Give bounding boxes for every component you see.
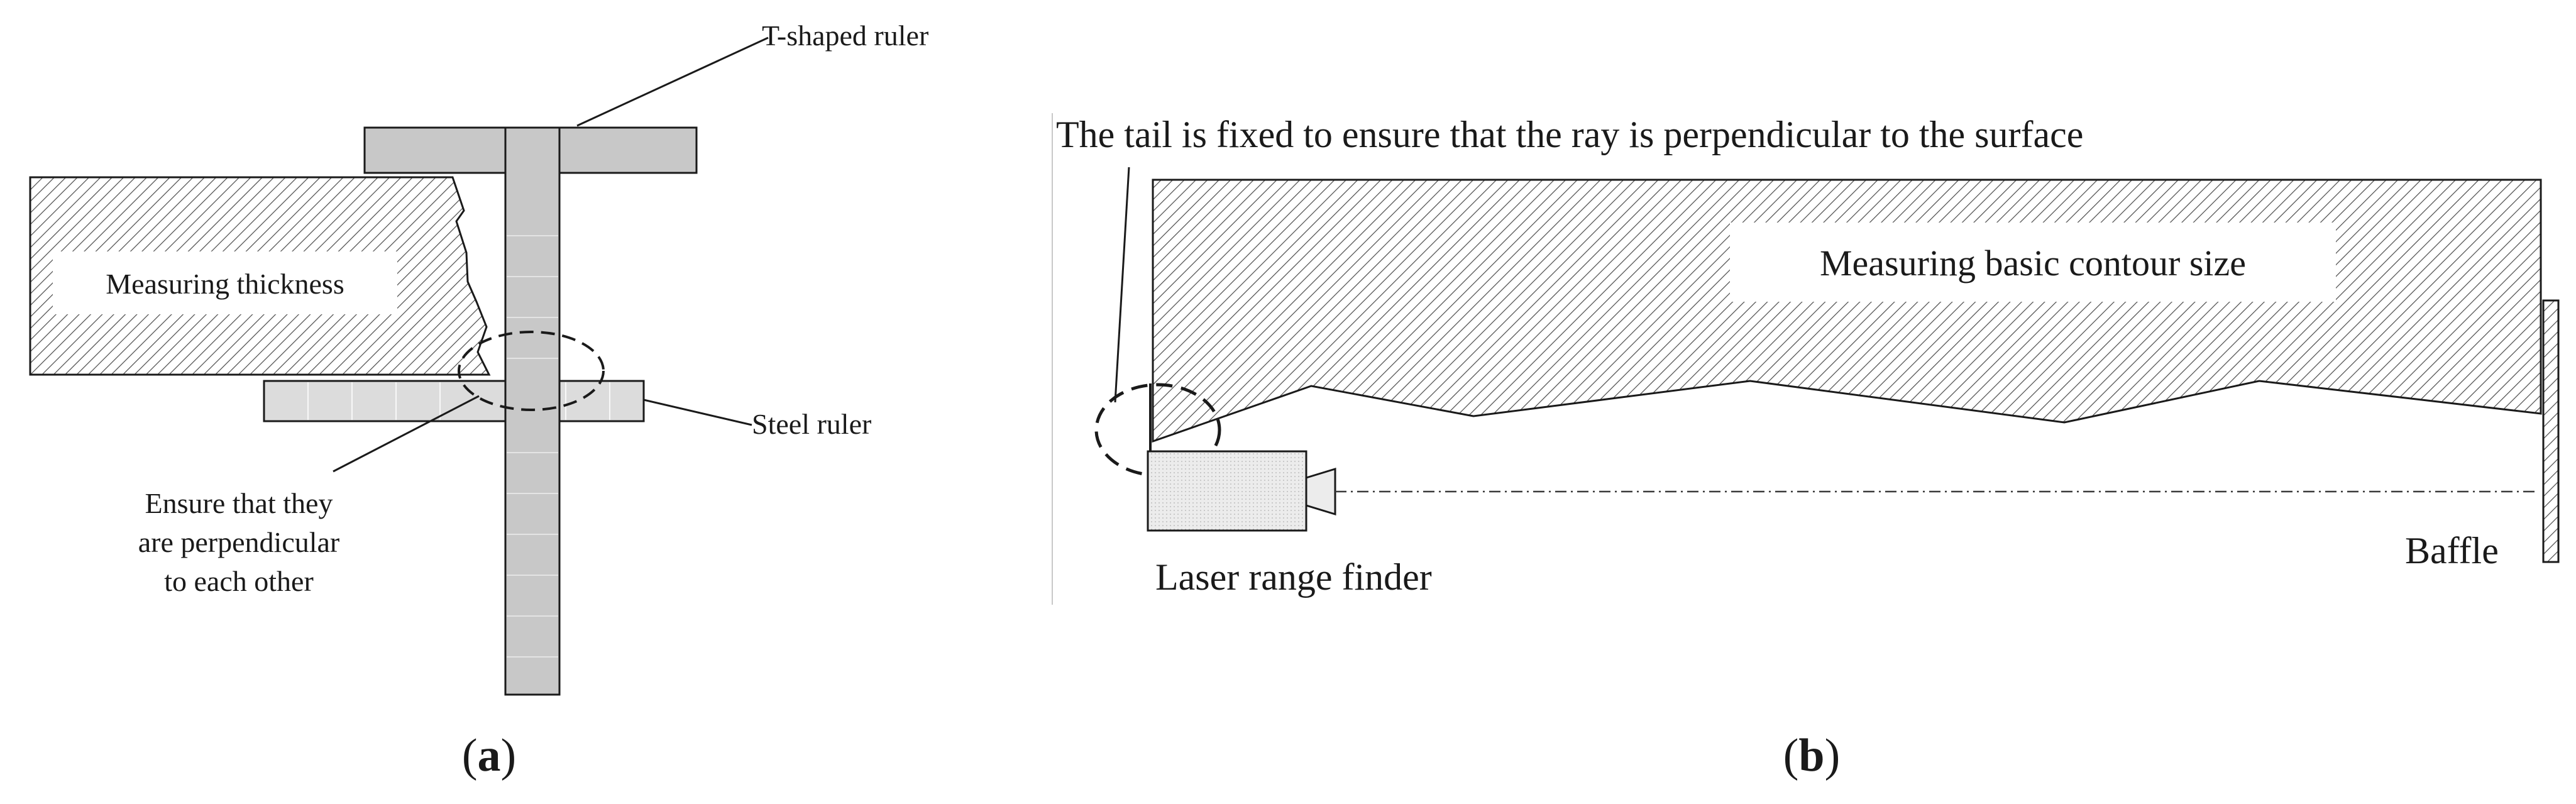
laser-label: Laser range finder (1155, 556, 1432, 598)
tail-note: The tail is fixed to ensure that the ray… (1056, 114, 2083, 155)
perpendicular-check-ellipse (458, 331, 605, 411)
baffle (2542, 299, 2560, 563)
t-ruler-leader (576, 36, 769, 127)
caption-a: (a) (462, 730, 516, 781)
perpendicular-note-line-1: Ensure that they (145, 487, 333, 519)
contour-label: Measuring basic contour size (1820, 243, 2246, 284)
thickness-label: Measuring thickness (106, 268, 344, 300)
laser-range-finder-lens (1305, 467, 1336, 516)
tail-note-leader (1114, 167, 1130, 403)
contour-label-box (1730, 223, 2336, 302)
panel-a: Measuring thickness T-shaped ruler Steel… (29, 19, 928, 781)
panel-b: The tail is fixed to ensure that the ray… (1056, 114, 2560, 781)
laser-range-finder-body (1147, 450, 1307, 532)
perpendicular-note-line-2: are perpendicular (138, 526, 340, 558)
contour-body (1152, 179, 2542, 443)
steel-ruler-label: Steel ruler (752, 408, 871, 440)
steel-ruler-leader (643, 399, 752, 426)
t-ruler-blade (504, 126, 561, 696)
baffle-label: Baffle (2405, 530, 2499, 571)
t-ruler-label: T-shaped ruler (762, 19, 928, 52)
caption-b-letter: b (1798, 730, 1824, 781)
caption-b: (b) (1783, 730, 1840, 781)
perpendicular-leader (333, 395, 480, 473)
thickness-label-box (53, 251, 397, 314)
steel-ruler (263, 380, 645, 422)
caption-a-letter: a (478, 730, 501, 781)
perpendicular-note-line-3: to each other (164, 565, 314, 597)
